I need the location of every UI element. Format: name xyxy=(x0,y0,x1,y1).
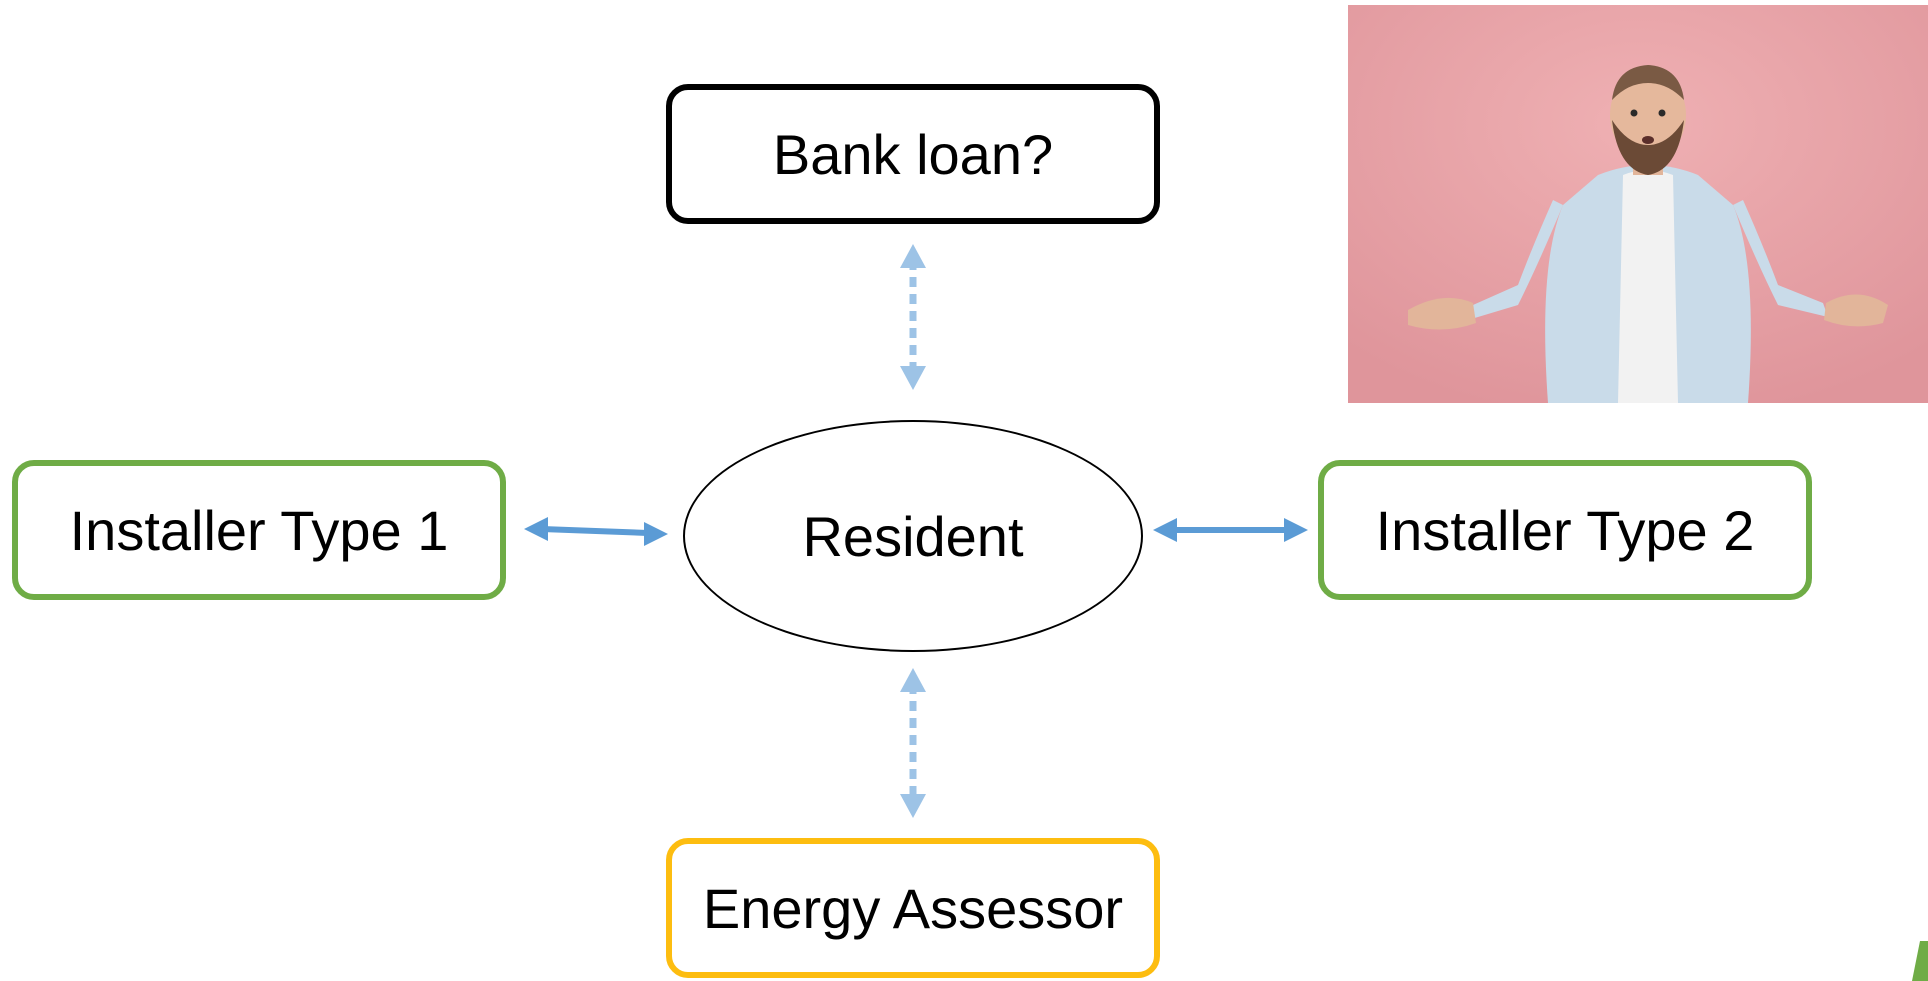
energy-assessor-label: Energy Assessor xyxy=(702,876,1124,940)
resident-label: Resident xyxy=(802,504,1024,568)
installer-type-1-node: Installer Type 1 xyxy=(12,460,506,600)
shrugging-man-icon xyxy=(1348,5,1928,403)
resident-assessor-arrow xyxy=(900,668,926,818)
installer1-resident-arrow xyxy=(524,517,668,546)
bank-loan-label: Bank loan? xyxy=(772,122,1054,186)
installer-type-1-label: Installer Type 1 xyxy=(69,498,449,562)
energy-assessor-node: Energy Assessor xyxy=(666,838,1160,978)
resident-node: Resident xyxy=(683,420,1143,652)
bank-loan-node: Bank loan? xyxy=(666,84,1160,224)
shrug-photo xyxy=(1348,5,1928,403)
corner-accent-shape xyxy=(1912,941,1928,981)
bank-resident-arrow xyxy=(900,244,926,390)
resident-installer2-arrow xyxy=(1153,518,1308,542)
installer-type-2-node: Installer Type 2 xyxy=(1318,460,1812,600)
installer-type-2-label: Installer Type 2 xyxy=(1375,498,1755,562)
